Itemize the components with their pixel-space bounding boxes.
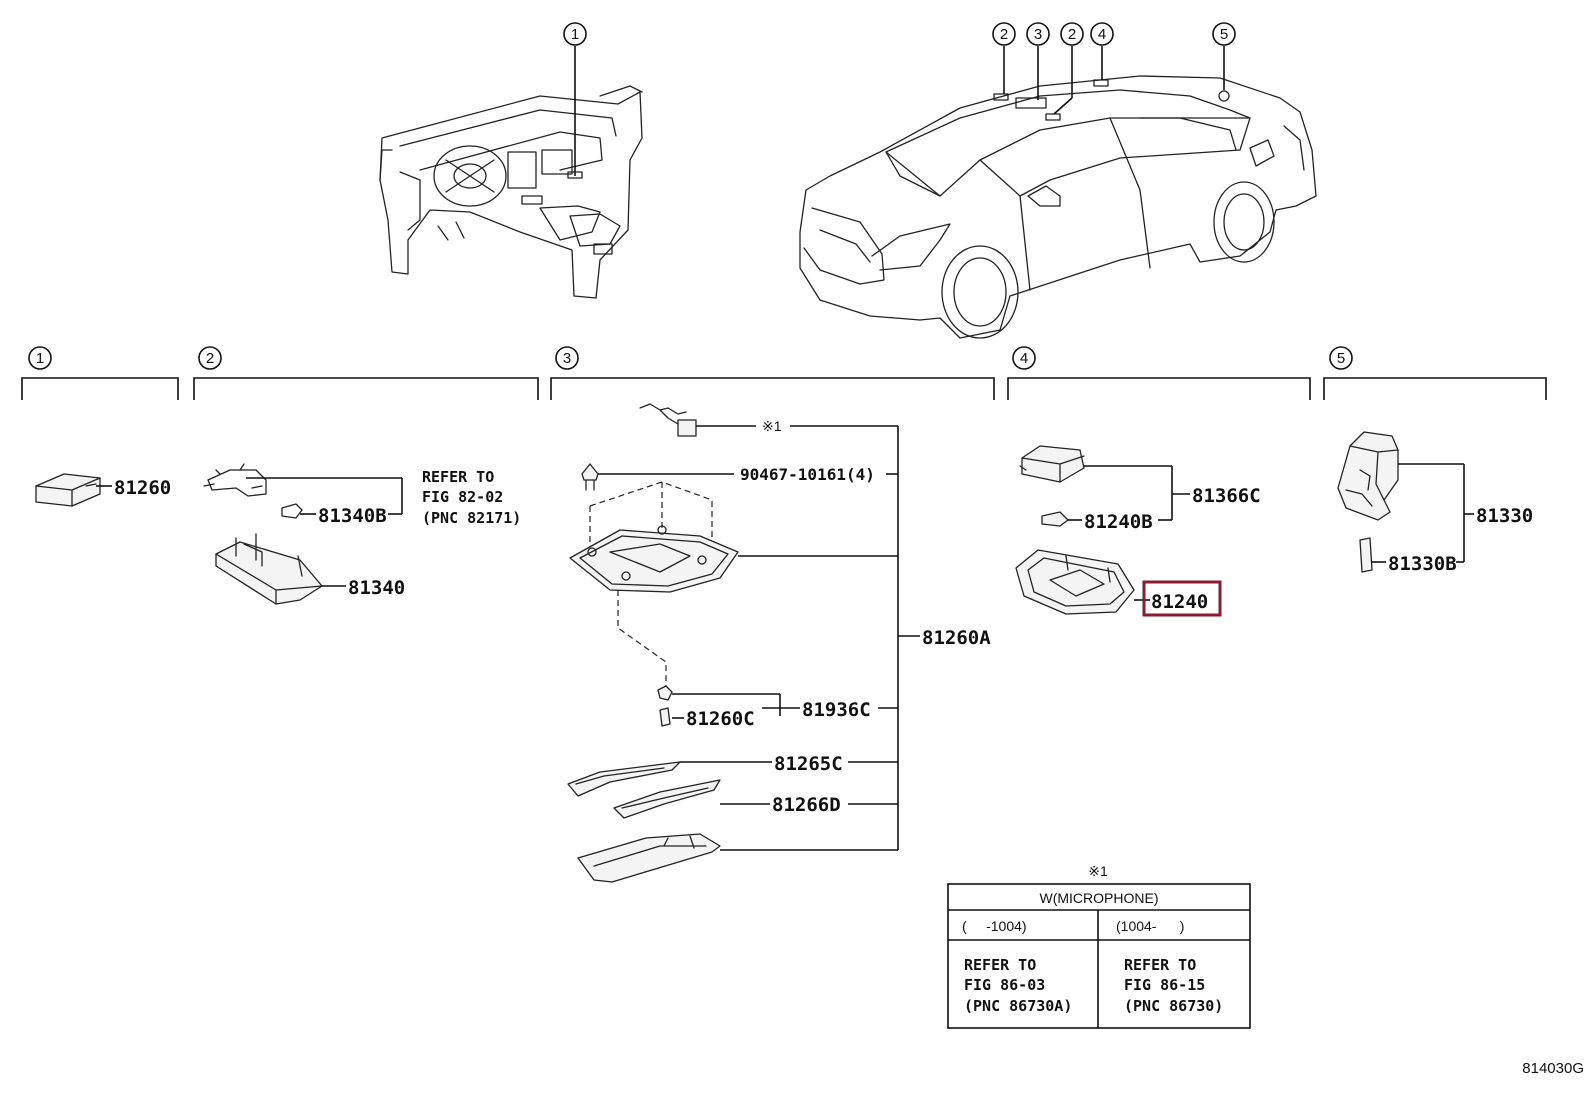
part-lens-cover: [577, 833, 898, 883]
svg-text:1: 1: [571, 26, 579, 43]
svg-text:(PNC 82171): (PNC 82171): [422, 509, 521, 527]
callout-1-top: 1: [563, 22, 587, 46]
svg-text:REFER TO: REFER TO: [1124, 956, 1196, 974]
part-81330B[interactable]: 81330B: [1359, 537, 1464, 575]
figure-id: 814030G: [1522, 1060, 1584, 1077]
svg-text:81265C: 81265C: [774, 753, 843, 775]
svg-text:81260: 81260: [114, 477, 171, 499]
svg-text:90467-10161(4): 90467-10161(4): [740, 465, 875, 484]
svg-text:REFER TO: REFER TO: [964, 956, 1036, 974]
note-table-range-2: (1004- ): [1116, 918, 1184, 934]
callout-3-top: 3: [1026, 22, 1050, 46]
highlight-box: [1142, 580, 1222, 617]
svg-text:FIG 82-02: FIG 82-02: [422, 488, 503, 506]
svg-text:81340: 81340: [348, 577, 405, 599]
svg-text:81240: 81240: [1151, 591, 1208, 613]
note-table: ※1 W(MICROPHONE) ( -1004) (1004- ) REFER…: [947, 863, 1251, 1029]
svg-text:2: 2: [1000, 26, 1008, 43]
svg-text:5: 5: [1337, 350, 1345, 367]
svg-text:5: 5: [1220, 26, 1228, 43]
note-mark-1: ※1: [762, 418, 782, 434]
callout-2b-top: 2: [1060, 22, 1084, 46]
callout-4-top: 4: [1090, 22, 1114, 46]
svg-text:FIG 86-15: FIG 86-15: [1124, 976, 1205, 994]
section-4-header: 4: [1007, 346, 1311, 400]
svg-text:81936C: 81936C: [802, 699, 871, 721]
part-90467-10161[interactable]: 90467-10161(4): [581, 463, 898, 491]
svg-text:81340B: 81340B: [318, 505, 387, 527]
svg-text:3: 3: [1034, 26, 1042, 43]
svg-text:81240B: 81240B: [1084, 511, 1153, 533]
svg-text:4: 4: [1098, 26, 1106, 43]
svg-text:(PNC 86730): (PNC 86730): [1124, 997, 1223, 1015]
part-81260[interactable]: 81260: [35, 473, 171, 507]
svg-text:3: 3: [563, 350, 571, 367]
svg-text:FIG 86-03: FIG 86-03: [964, 976, 1045, 994]
section-1-header: 1: [21, 346, 179, 400]
part-switch-assembly: [203, 463, 402, 497]
dashboard-illustration: [379, 46, 643, 299]
note-table-header: W(MICROPHONE): [1040, 890, 1159, 906]
svg-text:REFER TO: REFER TO: [422, 468, 494, 486]
part-81340B[interactable]: 81340B: [281, 503, 402, 527]
svg-text:(PNC 86730A): (PNC 86730A): [964, 997, 1072, 1015]
svg-text:81266D: 81266D: [772, 794, 841, 816]
svg-text:81330: 81330: [1476, 505, 1533, 527]
car-illustration: [799, 46, 1317, 339]
part-81366C[interactable]: 81366C: [1171, 466, 1261, 520]
section-5-header: 5: [1323, 346, 1547, 400]
part-microphone-wire: ※1: [639, 403, 898, 437]
part-81366C-unit: [1019, 445, 1172, 483]
svg-text:81260A: 81260A: [922, 627, 991, 649]
part-81936C[interactable]: 81936C: [657, 685, 898, 721]
part-81260C[interactable]: 81260C: [659, 707, 755, 730]
part-81260A[interactable]: 81260A: [897, 426, 991, 850]
svg-text:81366C: 81366C: [1192, 485, 1261, 507]
svg-text:81330B: 81330B: [1388, 553, 1457, 575]
part-81240B[interactable]: 81240B: [1041, 511, 1172, 533]
note-table-ref-1[interactable]: REFER TO FIG 86-03 (PNC 86730A): [964, 956, 1072, 1015]
part-81265C[interactable]: 81265C: [567, 753, 898, 797]
svg-text:2: 2: [1068, 26, 1076, 43]
part-81266D[interactable]: 81266D: [613, 779, 898, 819]
callout-2a-top: 2: [992, 22, 1016, 46]
note-table-range-1: ( -1004): [962, 918, 1027, 934]
svg-text:4: 4: [1020, 350, 1028, 367]
section-3-header: 3: [550, 346, 995, 400]
section-2-header: 2: [193, 346, 539, 400]
part-81340[interactable]: 81340: [215, 533, 405, 605]
part-81240[interactable]: 81240: [1015, 549, 1222, 617]
note-table-mark: ※1: [1088, 863, 1108, 879]
part-81330-socket: [1337, 431, 1464, 521]
svg-text:81260C: 81260C: [686, 708, 755, 730]
callout-5-top: 5: [1212, 22, 1236, 46]
part-81330[interactable]: 81330: [1463, 464, 1533, 562]
svg-text:1: 1: [36, 350, 44, 367]
note-table-ref-2[interactable]: REFER TO FIG 86-15 (PNC 86730): [1124, 956, 1223, 1015]
svg-text:2: 2: [206, 350, 214, 367]
part-dome-lamp-body: [569, 481, 898, 690]
refer-fig-82-02[interactable]: REFER TO FIG 82-02 (PNC 82171): [422, 468, 521, 527]
